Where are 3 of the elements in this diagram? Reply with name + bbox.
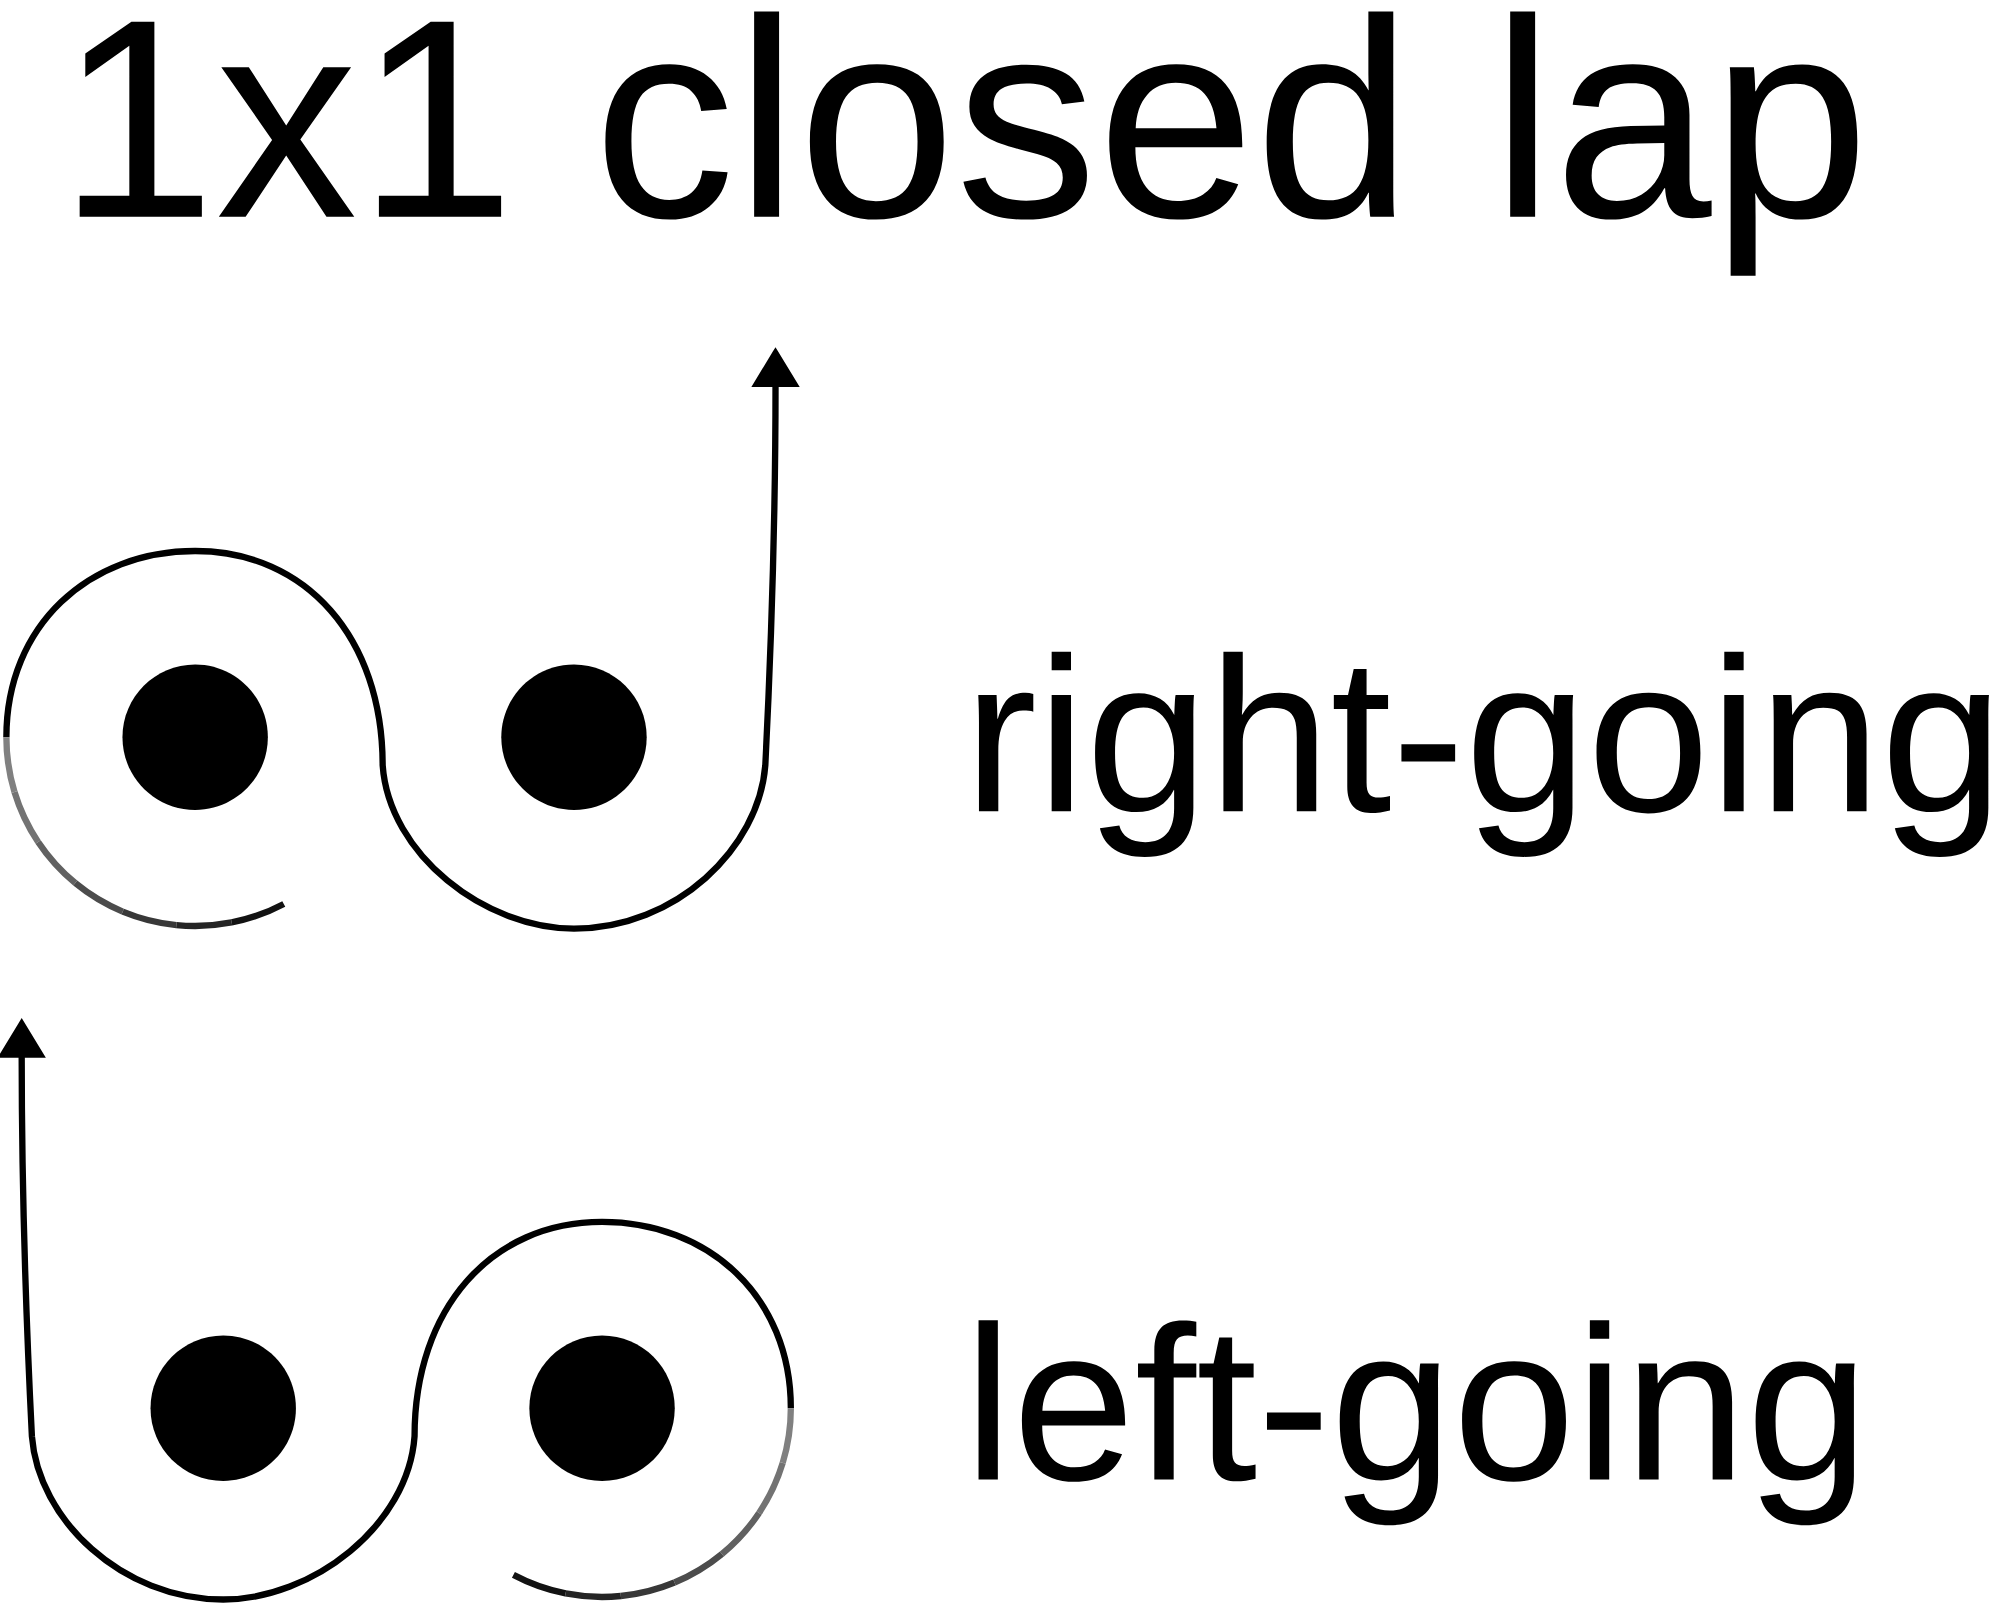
direction-label: right-going (978, 652, 1989, 858)
direction-label: left-going (978, 1320, 1855, 1526)
title: 1x1 closed lap (79, 11, 1858, 276)
